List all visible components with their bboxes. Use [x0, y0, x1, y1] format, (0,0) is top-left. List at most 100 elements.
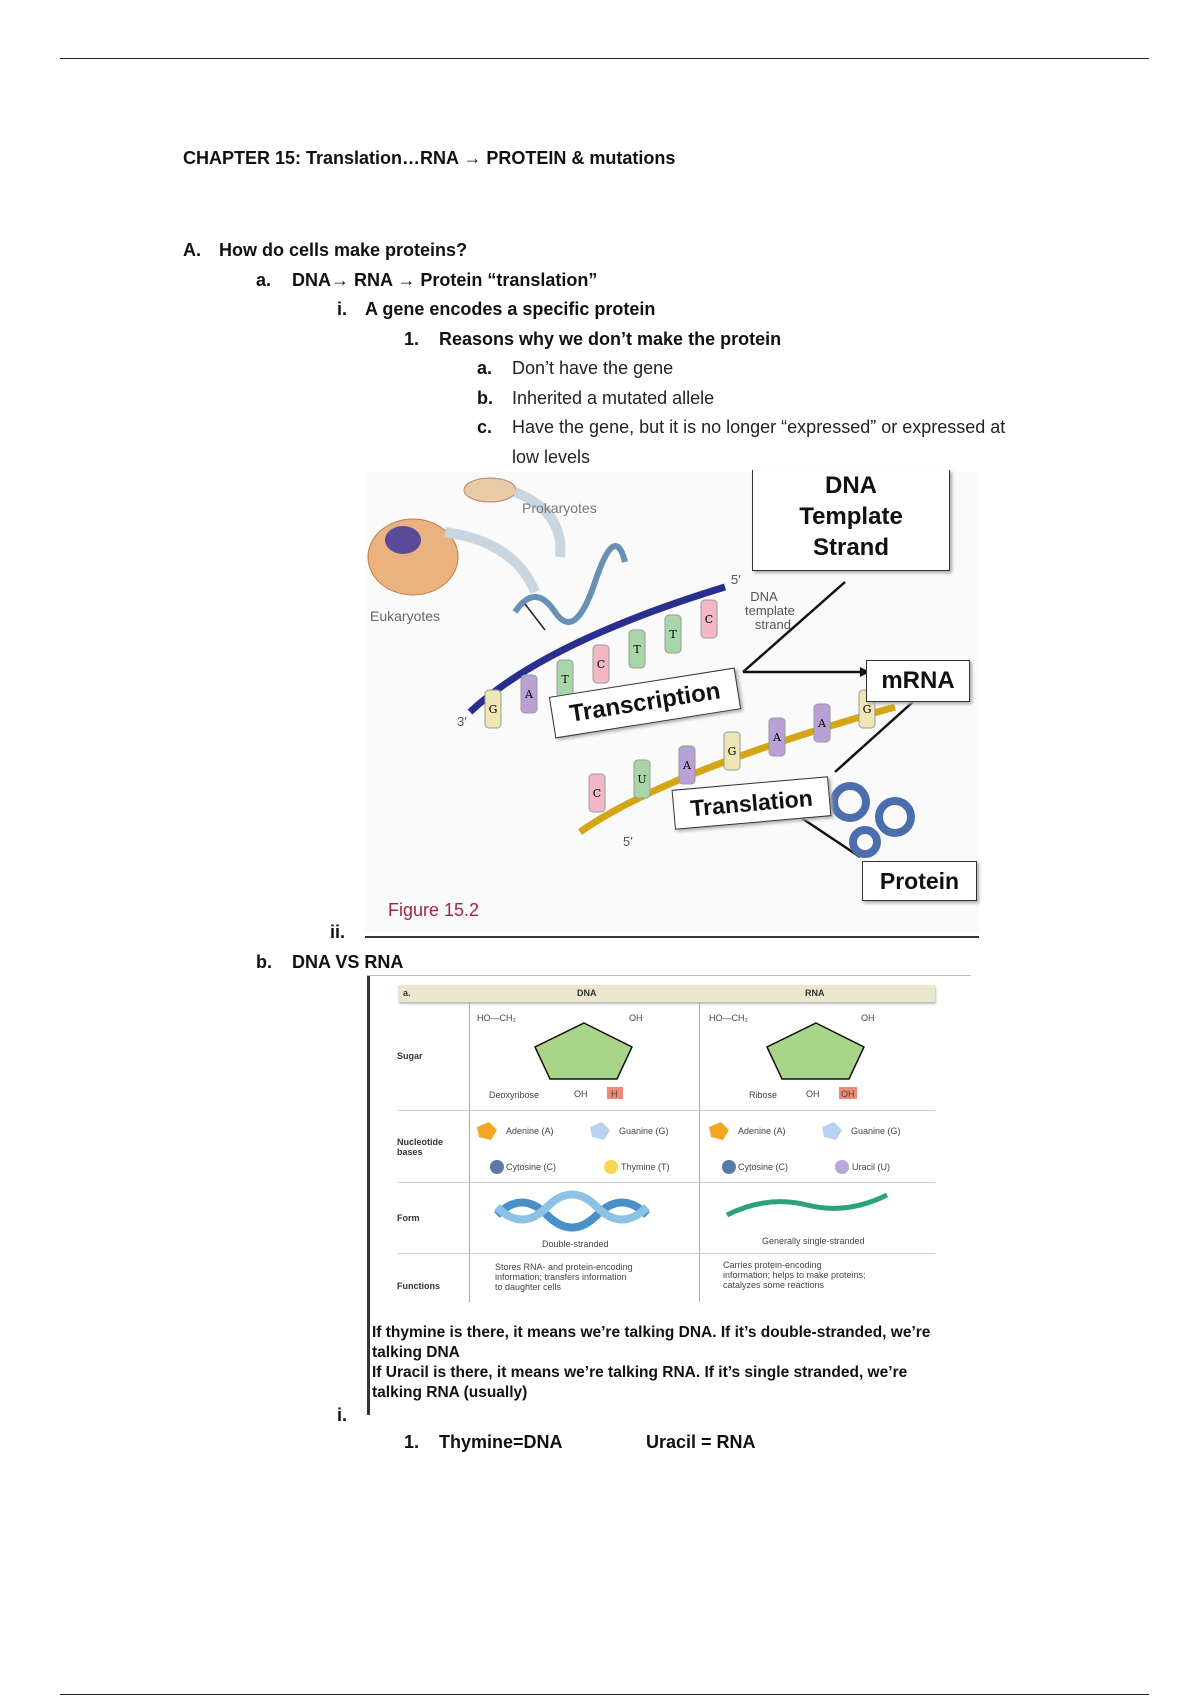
table-left-border — [367, 975, 370, 1415]
nucleotide-letter: A — [772, 731, 782, 744]
outline-marker: i. — [337, 1405, 348, 1425]
function-line: to daughter cells — [495, 1282, 562, 1292]
table-illustrations — [477, 1022, 889, 1232]
highlight-oh — [839, 1087, 857, 1099]
sugar-group-label: OH — [806, 1089, 820, 1099]
nucleotide-letter: U — [637, 773, 646, 786]
arrow-template-to-transcription — [742, 581, 846, 673]
five-prime-mrna-label: 5′ — [623, 834, 633, 849]
reason-item: Inherited a mutated allele — [512, 388, 715, 408]
five-prime-label: 5′ — [731, 572, 741, 587]
reason-item-continued: low levels — [512, 447, 591, 467]
nucleotide-letter: A — [682, 759, 692, 772]
double-helix-icon — [494, 1198, 650, 1232]
row-label-functions: Functions — [397, 1281, 440, 1291]
nucleotide-A — [813, 703, 831, 743]
outline-marker: 1. — [404, 329, 420, 349]
nucleotide-T — [628, 629, 646, 669]
outline-marker: a. — [256, 270, 272, 290]
dna-template-label: DNA template strand — [733, 590, 795, 632]
outline-marker: ii. — [330, 922, 346, 942]
base-label: Guanine (G) — [851, 1126, 901, 1136]
table-corner-label: a. — [403, 988, 411, 998]
prokaryotes-label: Prokaryotes — [522, 500, 597, 516]
base-label: Guanine (G) — [619, 1126, 669, 1136]
function-line: information; transfers information — [495, 1272, 627, 1282]
dna-helix-icon — [512, 543, 628, 625]
nucleotide-letter: T — [669, 628, 677, 641]
template-label-line: template — [745, 603, 795, 618]
base-label: Cytosine (C) — [506, 1162, 557, 1172]
note-line: If Uracil is there, it means we’re talki… — [372, 1364, 908, 1381]
arrow-eukaryote-icon — [444, 527, 540, 595]
outline-marker: A. — [183, 240, 201, 260]
nucleotide-C — [588, 773, 606, 813]
ribose-label: Ribose — [749, 1090, 778, 1100]
note-line: talking DNA — [372, 1344, 460, 1361]
nucleotide-U — [633, 759, 651, 799]
outline-item-a-i: A gene encodes a specific protein — [365, 299, 656, 319]
protein-coil-icon — [830, 782, 915, 858]
outline-item-a: DNA→ RNA → Protein “translation” — [292, 270, 598, 290]
form-label: Generally single-stranded — [762, 1236, 865, 1246]
uracil-rna: Uracil = RNA — [646, 1432, 756, 1452]
ribose-ring-icon — [766, 1022, 865, 1080]
footer-rule — [60, 1694, 1149, 1695]
nucleotide-letter: G — [863, 703, 872, 716]
function-line: catalyzes some reactions — [723, 1280, 825, 1290]
rna-function-text: Carries protein-encoding information; he… — [723, 1260, 866, 1290]
function-line: Stores RNA- and protein-encoding — [495, 1262, 633, 1272]
note-line: If thymine is there, it means we’re talk… — [372, 1324, 931, 1341]
header-rule — [60, 58, 1149, 59]
figure-rule — [365, 936, 979, 938]
row-label-form: Form — [397, 1213, 420, 1223]
table-header-bar — [398, 985, 935, 1002]
highlight-h — [607, 1087, 623, 1099]
outline-marker: 1. — [404, 1432, 420, 1452]
outline-marker: b. — [256, 952, 272, 972]
outline-heading-A: How do cells make proteins? — [219, 240, 468, 260]
template-label-line: DNA — [750, 589, 778, 604]
thymine-dna: Thymine=DNA — [439, 1432, 563, 1452]
sugar-group-label: HO—CH₂ — [709, 1013, 748, 1023]
protein-box: Protein — [862, 861, 977, 901]
arrow-to-protein — [799, 815, 861, 859]
function-line: Carries protein-encoding — [723, 1260, 822, 1270]
box-line: Template — [799, 503, 903, 530]
row-label-sugar: Sugar — [397, 1051, 423, 1061]
mrna-strand — [577, 703, 896, 835]
form-label: Double-stranded — [542, 1239, 609, 1249]
reason-item: Don’t have the gene — [512, 358, 674, 378]
dna-template-strand-box: DNA Template Strand — [752, 470, 950, 571]
base-label: Adenine (A) — [506, 1126, 554, 1136]
reason-item: Have the gene, but it is no longer “expr… — [512, 417, 1006, 437]
mrna-box: mRNA — [866, 660, 970, 702]
outline-marker: b. — [477, 388, 493, 408]
arrow-prokaryote-icon — [513, 487, 566, 558]
deoxyribose-label: Deoxyribose — [489, 1090, 540, 1100]
outline-marker: i. — [337, 299, 348, 319]
eukaryotes-label: Eukaryotes — [370, 608, 441, 624]
nucleotide-C — [700, 599, 718, 639]
box-line: DNA — [825, 472, 877, 499]
outline-item-a-i-1: Reasons why we don’t make the protein — [439, 329, 782, 349]
function-line: information; helps to make proteins; — [723, 1270, 866, 1280]
sugar-group-label: OH — [861, 1013, 875, 1023]
nucleotide-letter: A — [524, 688, 534, 701]
note-line: talking RNA (usually) — [372, 1384, 528, 1401]
prokaryote-cell-icon — [463, 477, 517, 503]
base-label: Adenine (A) — [738, 1126, 786, 1136]
template-label-line: strand — [754, 617, 791, 632]
nucleotide-A — [768, 717, 786, 757]
base-label: Uracil (U) — [852, 1162, 890, 1172]
sugar-group-label: HO—CH₂ — [477, 1013, 516, 1023]
nucleotide-G — [723, 731, 741, 771]
nucleotide-letter: A — [817, 717, 827, 730]
figure-caption: Figure 15.2 — [388, 900, 480, 920]
single-strand-icon — [725, 1192, 889, 1218]
nucleotide-G — [484, 689, 502, 729]
three-prime-label: 3′ — [457, 714, 467, 729]
deoxyribose-ring-icon — [534, 1022, 633, 1080]
